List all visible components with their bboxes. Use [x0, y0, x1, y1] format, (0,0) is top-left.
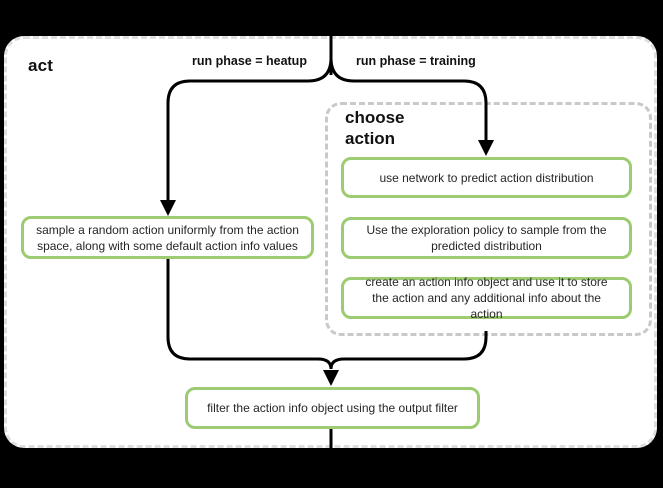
choose-action-group-box [325, 102, 652, 336]
act-title: act [28, 56, 54, 75]
node-create-action-info-object: create an action info object and use it … [341, 275, 632, 321]
branch-label-heatup: run phase = heatup [192, 54, 307, 68]
branch-label-training: run phase = training [356, 54, 476, 68]
choose-action-group-title: choose action [345, 108, 405, 148]
node-filter-action-info: filter the action info object using the … [185, 387, 480, 429]
node-sample-random-action: sample a random action uniformly from th… [21, 216, 314, 259]
node-use-network-predict: use network to predict action distributi… [341, 157, 632, 198]
node-exploration-policy-sample: Use the exploration policy to sample fro… [341, 217, 632, 259]
